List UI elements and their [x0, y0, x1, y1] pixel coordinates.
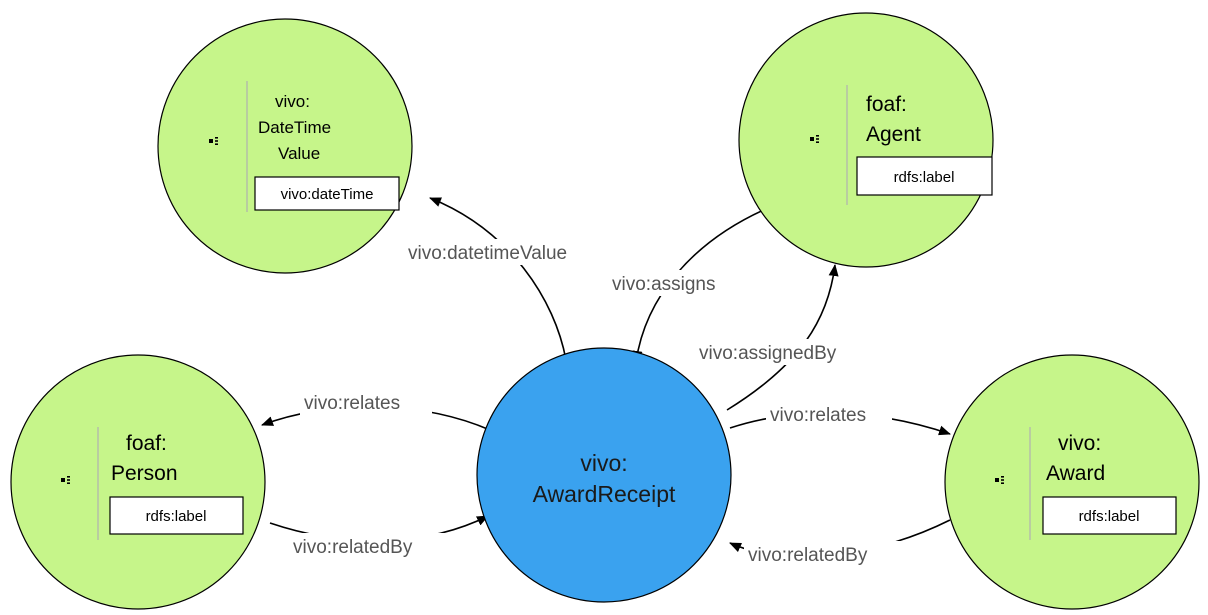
svg-text:vivo:relates: vivo:relates: [770, 405, 866, 426]
node-circle: [10, 354, 266, 610]
class-title-line1: foaf:: [866, 93, 907, 116]
list-icon: [61, 476, 70, 484]
class-title-line2: Award: [1046, 462, 1105, 485]
property-label: rdfs:label: [1079, 508, 1140, 525]
property-box: [109, 496, 244, 535]
node-award-receipt[interactable]: vivo: AwardReceipt: [476, 347, 732, 603]
class-title-line3: Value: [278, 144, 320, 163]
svg-text:vivo:assignedBy: vivo:assignedBy: [699, 343, 837, 364]
node-circle: [476, 347, 732, 603]
edge-datetime-value[interactable]: [429, 197, 567, 361]
list-icon: [810, 135, 819, 143]
property-box: [856, 156, 993, 196]
edge-label-assigned-by: vivo:assignedBy: [695, 339, 857, 365]
edge-label-related-by-person: vivo:relatedBy: [289, 533, 445, 559]
class-title-line2: DateTime: [258, 118, 331, 137]
property-label: vivo:dateTime: [281, 186, 374, 203]
edge-label-assigns: vivo:assigns: [608, 270, 748, 296]
class-title-line2: Person: [111, 462, 178, 485]
class-title-line1: vivo:: [580, 450, 627, 476]
node-agent[interactable]: foaf: Agent rdfs:label: [738, 12, 994, 268]
node-person[interactable]: foaf: Person rdfs:label: [10, 354, 266, 610]
class-title-line1: vivo:: [1058, 432, 1101, 455]
property-label: rdfs:label: [894, 169, 955, 186]
svg-text:vivo:datetimeValue: vivo:datetimeValue: [408, 243, 567, 264]
edge-label-datetime-value: vivo:datetimeValue: [403, 239, 615, 265]
node-circle: [944, 354, 1200, 610]
list-icon: [995, 476, 1004, 484]
edge-label-relates-person: vivo:relates: [300, 389, 432, 415]
property-label: rdfs:label: [146, 508, 207, 525]
class-title-line2: AwardReceipt: [533, 481, 676, 507]
node-award[interactable]: vivo: Award rdfs:label: [944, 354, 1200, 610]
class-title-line1: foaf:: [126, 432, 167, 455]
property-box: [1042, 496, 1177, 535]
class-title-line1: vivo:: [275, 92, 310, 111]
list-icon: [209, 137, 218, 145]
svg-text:vivo:relatedBy: vivo:relatedBy: [293, 537, 413, 558]
svg-text:vivo:relatedBy: vivo:relatedBy: [748, 545, 868, 566]
svg-text:vivo:assigns: vivo:assigns: [612, 274, 716, 295]
class-title-line2: Agent: [866, 123, 921, 146]
edge-label-relates-award: vivo:relates: [766, 401, 892, 427]
node-circle: [738, 12, 994, 268]
node-datetime-value[interactable]: vivo: DateTime Value vivo:dateTime: [157, 18, 413, 274]
svg-text:vivo:relates: vivo:relates: [304, 393, 400, 414]
edge-label-related-by-award: vivo:relatedBy: [744, 541, 904, 567]
property-box: [254, 176, 400, 211]
